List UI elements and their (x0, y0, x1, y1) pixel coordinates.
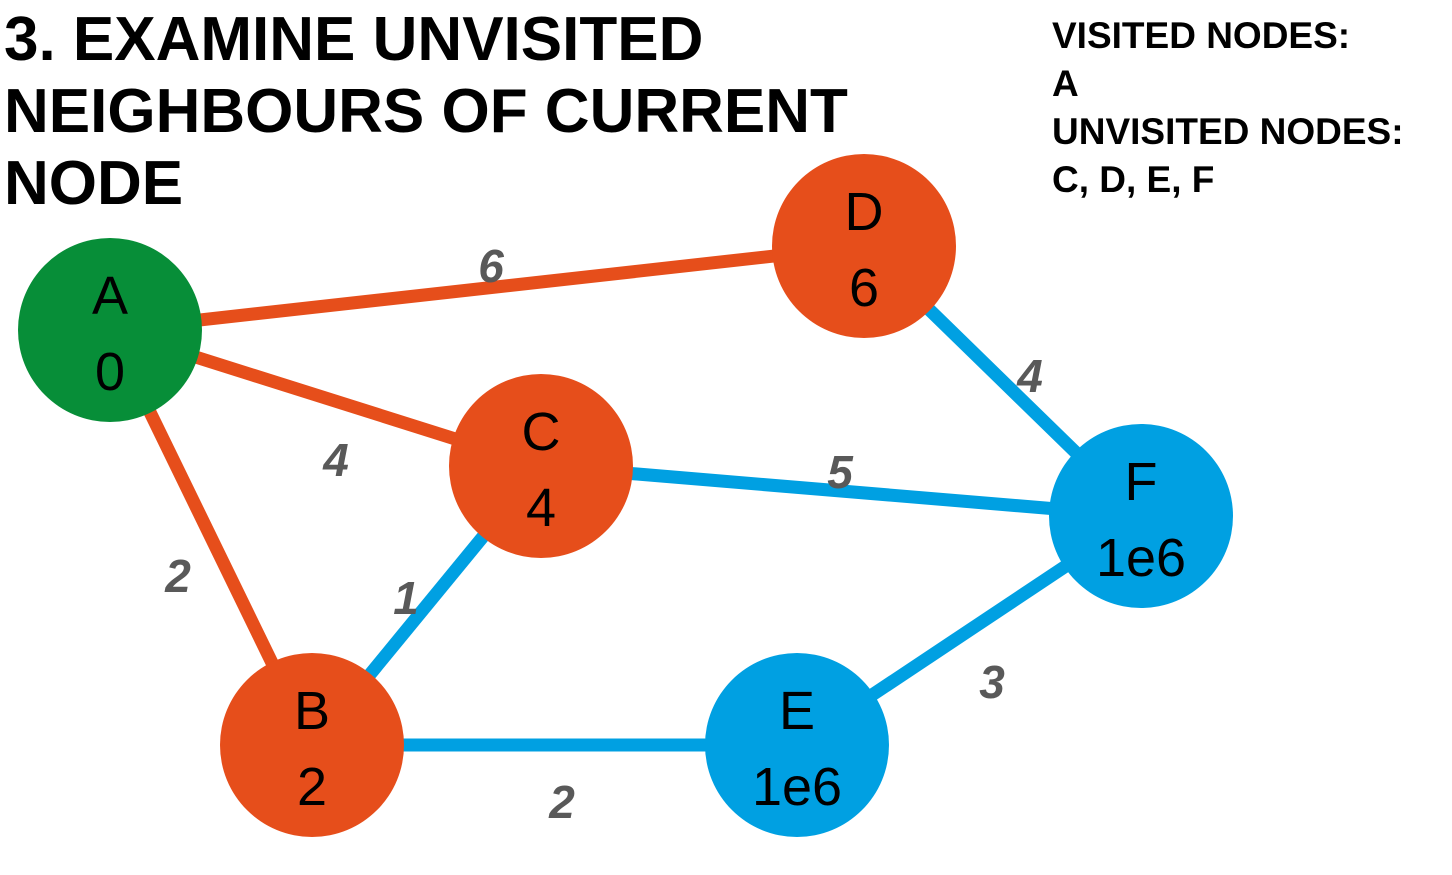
node-distance: 6 (849, 258, 879, 318)
edge-weight-a-b: 2 (164, 550, 191, 602)
edge-weight-c-f: 5 (827, 446, 854, 498)
edge-weight-b-e: 2 (548, 776, 575, 828)
node-circle (449, 374, 633, 558)
node-e: E 1e6 (705, 653, 889, 837)
title-line: 3. EXAMINE UNVISITED (4, 5, 704, 74)
node-circle (18, 238, 202, 422)
page-title: 3. EXAMINE UNVISITED NEIGHBOURS OF CURRE… (4, 4, 964, 220)
edge-weight-a-d: 6 (478, 240, 504, 292)
edge-c-f (540, 459, 1142, 523)
node-name: B (294, 681, 330, 741)
node-circle (772, 154, 956, 338)
node-distance: 4 (526, 478, 556, 538)
edge-weight-a-c: 4 (322, 434, 349, 486)
node-name: E (779, 681, 815, 741)
unvisited-nodes-value: C, D, E, F (1052, 159, 1215, 200)
node-status-panel: VISITED NODES: A UNVISITED NODES: C, D, … (1052, 12, 1448, 204)
edge-weight-d-f: 4 (1016, 350, 1043, 402)
node-distance: 1e6 (752, 757, 842, 817)
node-name: F (1125, 452, 1158, 512)
edge-weights-layer: 6 4 2 1 2 5 4 3 (164, 240, 1043, 828)
node-name: A (92, 266, 128, 326)
node-name: C (522, 402, 561, 462)
node-c: C4 (449, 374, 633, 558)
node-b: B2 (220, 653, 404, 837)
node-circle (705, 653, 889, 837)
unvisited-nodes-label: UNVISITED NODES: (1052, 111, 1404, 152)
node-circle (220, 653, 404, 837)
edge-weight-b-c: 1 (393, 572, 419, 624)
visited-nodes-value: A (1052, 63, 1079, 104)
visited-nodes-label: VISITED NODES: (1052, 15, 1351, 56)
edge-weight-e-f: 3 (979, 656, 1005, 708)
node-name: D (845, 182, 884, 242)
node-distance: 2 (297, 757, 327, 817)
node-f: F 1e6 (1049, 424, 1233, 608)
node-d: D6 (772, 154, 956, 338)
node-circle (1049, 424, 1233, 608)
title-line: NODE (4, 149, 184, 218)
node-distance: 1e6 (1096, 528, 1186, 588)
edge-a-d (109, 239, 865, 337)
node-a: A0 (18, 238, 202, 422)
node-distance: 0 (95, 342, 125, 402)
title-line: NEIGHBOURS OF CURRENT (4, 77, 848, 146)
